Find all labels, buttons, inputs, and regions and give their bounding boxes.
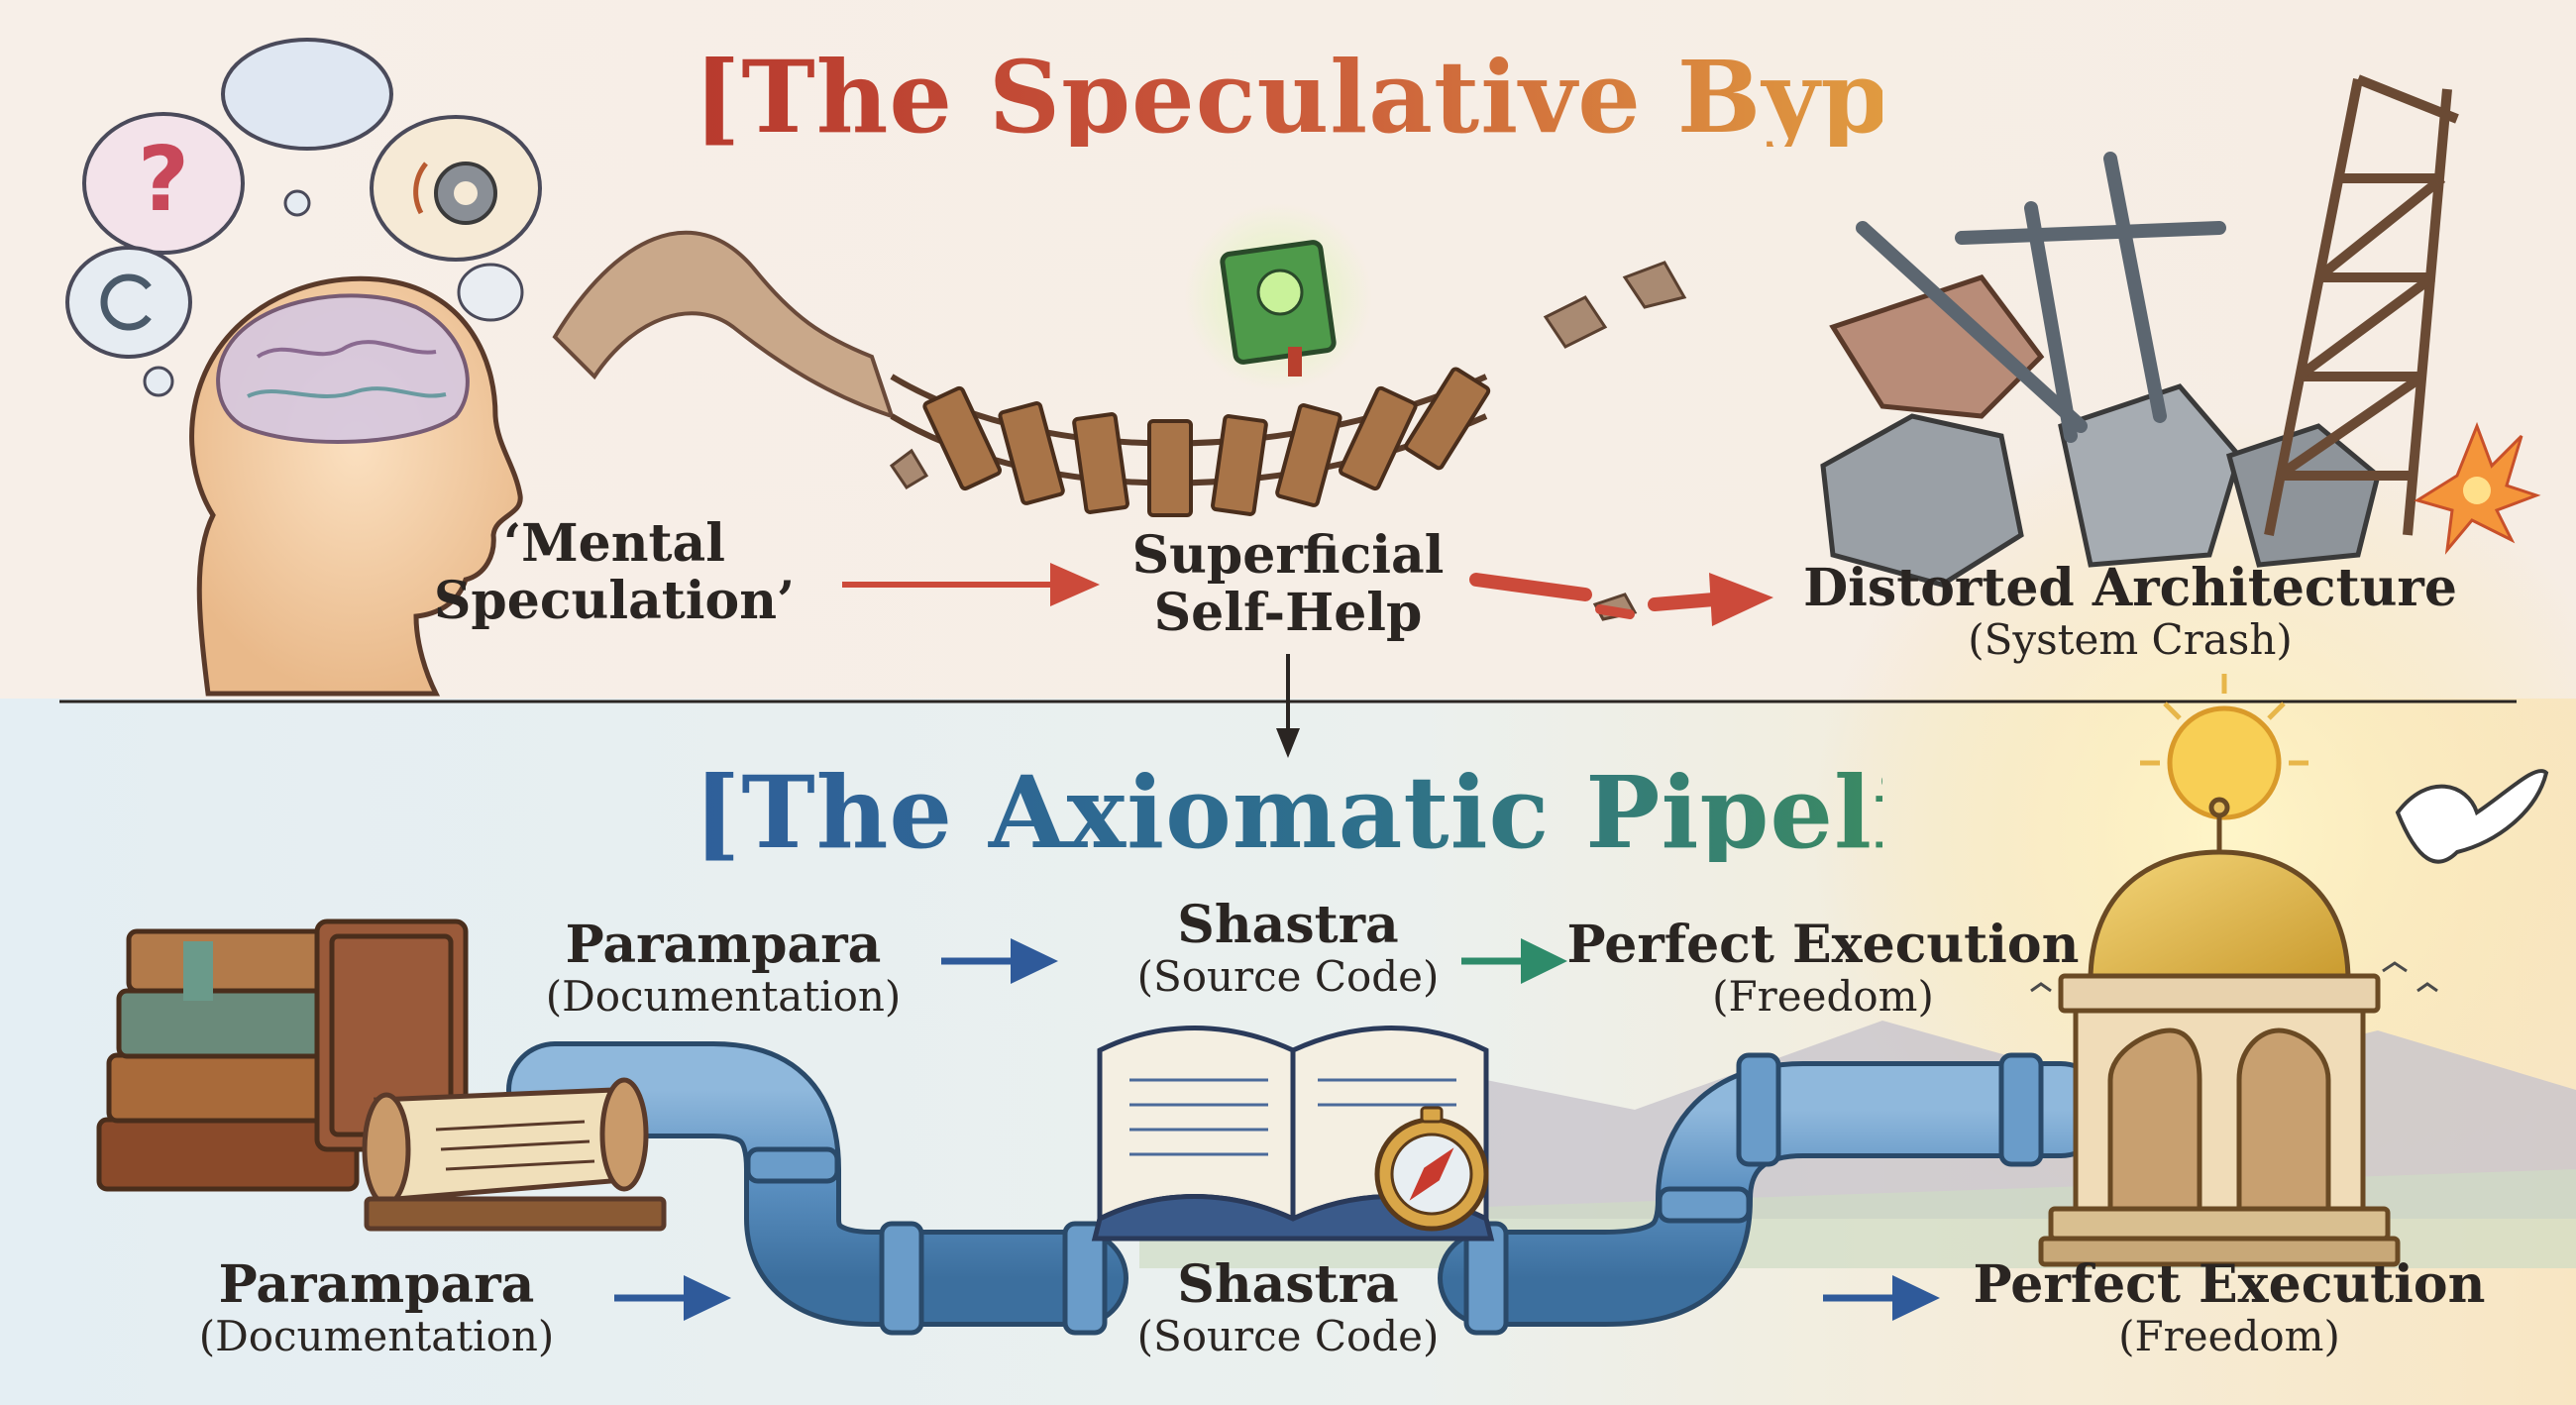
- top-arrow-1: [842, 563, 1100, 606]
- lower-node-perfect-execution: Perfect Execution (Freedom): [1962, 1254, 2497, 1361]
- bottom-section-title: [The Axiomatic Pipeline]: [694, 754, 2096, 871]
- upper-node-parampara: Parampara (Documentation): [515, 915, 931, 1022]
- bottom-arrow-3: [614, 1275, 731, 1321]
- upper-node-shastra: Shastra (Source Code): [1090, 895, 1486, 1002]
- node-superficial-self-help: Superficial Self-Help: [1090, 525, 1486, 644]
- dove-icon: [2030, 769, 2549, 993]
- pipeline-icon: [506, 1041, 2109, 1336]
- lower-node-shastra: Shastra (Source Code): [1090, 1254, 1486, 1361]
- node-name: Perfect Execution: [1566, 915, 2080, 975]
- node-name: Shastra: [1177, 1254, 1399, 1315]
- svg-text:?: ?: [138, 128, 189, 232]
- node-line: ‘Mental: [502, 513, 726, 574]
- temple-dome-icon: [2038, 797, 2401, 1267]
- node-desc: (Source Code): [1136, 1312, 1440, 1361]
- connector-down-arrow: [1276, 654, 1300, 758]
- node-mental-speculation: ‘Mental Speculation’: [396, 513, 832, 632]
- upper-node-perfect-execution: Perfect Execution (Freedom): [1565, 915, 2081, 1022]
- node-line: Self-Help: [1153, 583, 1423, 644]
- bottom-arrow-4: [1823, 1275, 1940, 1321]
- node-name: Shastra: [1177, 895, 1399, 955]
- node-desc: (Documentation): [545, 972, 902, 1022]
- node-desc: (Freedom): [2118, 1312, 2340, 1361]
- node-line: Speculation’: [433, 571, 796, 632]
- bottom-arrow-2: [1461, 938, 1567, 984]
- ruins-icon: [1820, 152, 2381, 588]
- scroll-icon: [362, 1077, 667, 1232]
- node-line: Superficial: [1131, 525, 1445, 586]
- scaffold-tower-icon: [2264, 74, 2459, 536]
- node-name: Distorted Architecture: [1803, 558, 2457, 618]
- node-distorted-architecture: Distorted Architecture (System Crash): [1783, 558, 2477, 665]
- cycle-thought-icon: [65, 246, 192, 359]
- node-desc: (Documentation): [198, 1312, 555, 1361]
- question-thought-icon: ?: [82, 112, 245, 255]
- node-desc: (Source Code): [1136, 952, 1440, 1002]
- top-section-title: [The Speculative Bypass]: [694, 39, 2117, 156]
- gear-thought-icon: [370, 115, 542, 262]
- glowing-book-icon: [1184, 203, 1372, 391]
- bottom-arrow-1: [941, 938, 1058, 984]
- sun-icon: [2140, 674, 2308, 820]
- fire-spark-icon: [2414, 421, 2541, 555]
- node-desc: (Freedom): [1712, 972, 1934, 1022]
- book-stack-icon: [96, 919, 469, 1192]
- node-name: Parampara: [565, 915, 882, 975]
- lower-node-parampara: Parampara (Documentation): [168, 1254, 585, 1361]
- node-name: Perfect Execution: [1973, 1254, 2486, 1315]
- broken-bridge-icon: [552, 230, 1687, 621]
- top-arrow-2-broken: [1469, 573, 1773, 626]
- node-desc: (System Crash): [1968, 615, 2293, 665]
- node-name: Parampara: [218, 1254, 535, 1315]
- compass-icon: [1374, 1106, 1489, 1232]
- head-brain-icon: [189, 275, 523, 697]
